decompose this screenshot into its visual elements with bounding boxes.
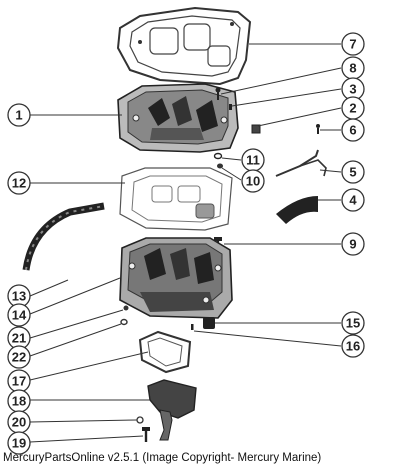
washer-20-part	[136, 416, 144, 424]
callout-3: 3	[341, 77, 365, 101]
svg-text:21: 21	[12, 331, 26, 346]
svg-text:17: 17	[12, 374, 26, 389]
thin-seal-5-part	[275, 149, 327, 177]
callout-2: 2	[341, 96, 365, 120]
svg-text:9: 9	[349, 237, 356, 252]
pin-16-part	[191, 324, 194, 330]
svg-text:11: 11	[246, 153, 260, 168]
callout-4: 4	[341, 188, 365, 212]
callout-20: 20	[7, 410, 31, 434]
bolt-19-part	[142, 427, 150, 442]
leader-lines	[29, 43, 342, 443]
svg-text:2: 2	[349, 101, 356, 116]
svg-text:12: 12	[12, 176, 26, 191]
callout-9: 9	[341, 232, 365, 256]
lower-gasket-part	[138, 330, 192, 374]
callout-6: 6	[341, 118, 365, 142]
screw-6-part	[316, 124, 320, 134]
callout-10: 10	[241, 169, 265, 193]
washer-22-part	[120, 318, 128, 326]
plug-15-part	[203, 317, 215, 329]
pin-3-part	[229, 104, 232, 110]
thick-seal-4-part	[276, 196, 318, 224]
pin-21-part	[123, 305, 129, 311]
callout-18: 18	[7, 389, 31, 413]
svg-text:22: 22	[12, 350, 26, 365]
top-gasket-part	[116, 6, 252, 86]
svg-text:19: 19	[12, 436, 26, 451]
callout-14: 14	[7, 303, 31, 327]
svg-text:7: 7	[349, 37, 356, 52]
nut-10-part	[217, 163, 223, 169]
adapter-plate-part	[147, 379, 197, 441]
callout-16: 16	[341, 334, 365, 358]
svg-text:16: 16	[346, 339, 360, 354]
copyright-footer: MercuryPartsOnline v2.5.1 (Image Copyrig…	[3, 452, 322, 464]
svg-text:15: 15	[346, 316, 360, 331]
washer-11-part	[213, 152, 223, 160]
svg-text:20: 20	[12, 415, 26, 430]
svg-text:1: 1	[15, 108, 22, 123]
cover-housing-part	[117, 83, 239, 153]
screw-8-part	[215, 87, 221, 100]
svg-text:18: 18	[12, 394, 26, 409]
callout-19: 19	[7, 431, 31, 455]
plug-2-part	[251, 124, 261, 134]
callout-1: 1	[7, 103, 31, 127]
svg-text:3: 3	[349, 82, 356, 97]
callout-17: 17	[7, 369, 31, 393]
callout-8: 8	[341, 56, 365, 80]
middle-gasket-part	[119, 167, 233, 231]
callout-13: 13	[7, 284, 31, 308]
callout-21: 21	[7, 326, 31, 350]
svg-text:10: 10	[246, 174, 260, 189]
svg-text:6: 6	[349, 123, 356, 138]
svg-text:5: 5	[349, 165, 356, 180]
svg-text:14: 14	[12, 308, 27, 323]
callout-11: 11	[241, 148, 265, 172]
hose-13-part	[22, 202, 105, 271]
callout-12: 12	[7, 171, 31, 195]
svg-text:13: 13	[12, 289, 26, 304]
callout-15: 15	[341, 311, 365, 335]
callout-7: 7	[341, 32, 365, 56]
main-housing-part	[119, 237, 233, 319]
callout-5: 5	[341, 160, 365, 184]
svg-text:4: 4	[349, 193, 357, 208]
callout-22: 22	[7, 345, 31, 369]
svg-text:8: 8	[349, 61, 356, 76]
